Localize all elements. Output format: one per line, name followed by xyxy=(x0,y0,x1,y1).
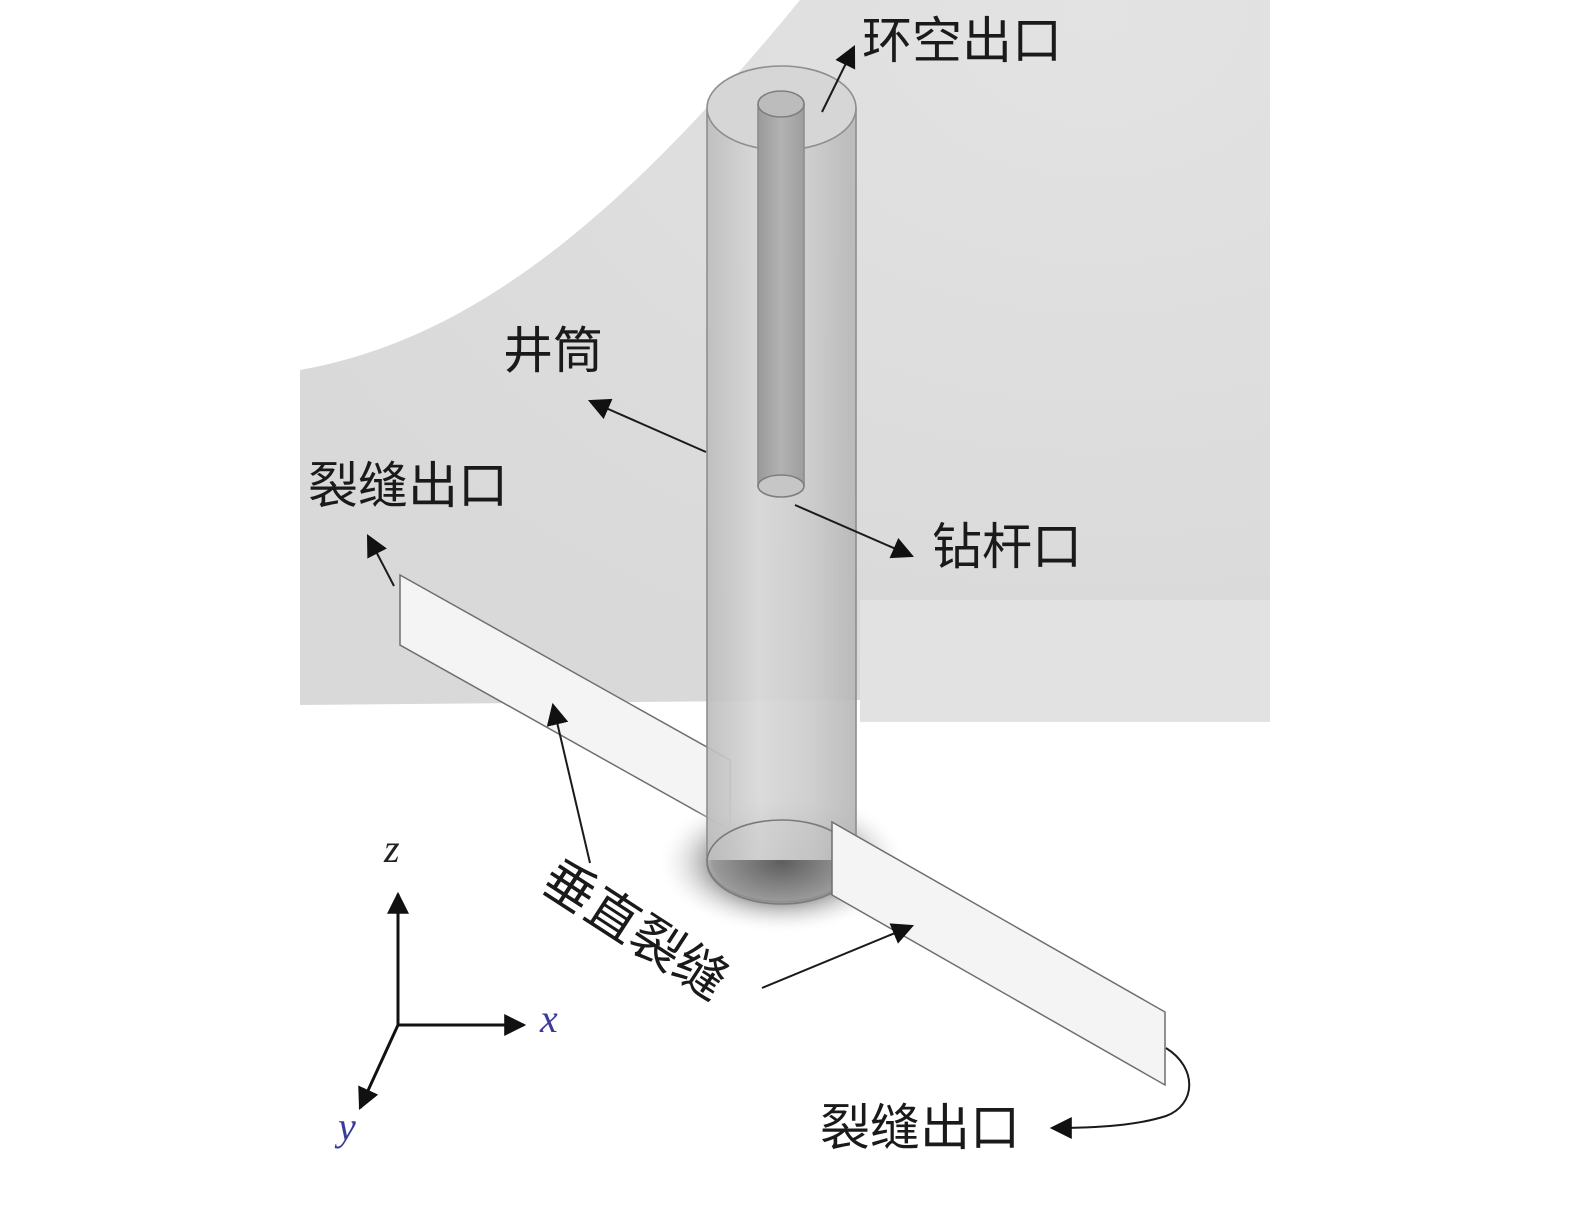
x-axis-label: x xyxy=(539,996,558,1041)
y-axis xyxy=(358,1024,400,1111)
coordinate-axes: z x y xyxy=(334,826,558,1149)
fracture-outlet-upper-arrow xyxy=(366,534,395,587)
y-axis-label: y xyxy=(334,1104,356,1149)
fracture-outlet-lower-arrow xyxy=(1049,1047,1191,1139)
background-panel-lower-step xyxy=(860,600,1270,722)
wellbore-label: 井筒 xyxy=(503,322,603,380)
fracture-outlet-lower-label: 裂缝出口 xyxy=(820,1099,1020,1157)
drill-pipe xyxy=(757,90,805,498)
annulus-outlet-label: 环空出口 xyxy=(862,12,1062,70)
vertical-fracture-front-wing xyxy=(831,820,1166,1087)
wellbore-arrow xyxy=(587,398,707,453)
z-axis-label: z xyxy=(383,826,400,871)
drill-pipe-inlet-arrow xyxy=(794,504,915,559)
annulus-outlet-arrow xyxy=(821,45,856,113)
vertical-fracture-arrow-back xyxy=(546,702,591,864)
vertical-fracture-arrow-front xyxy=(761,923,915,989)
drill-pipe-inlet-label: 钻杆口 xyxy=(932,518,1082,576)
fracture-outlet-upper-label: 裂缝出口 xyxy=(308,457,508,515)
